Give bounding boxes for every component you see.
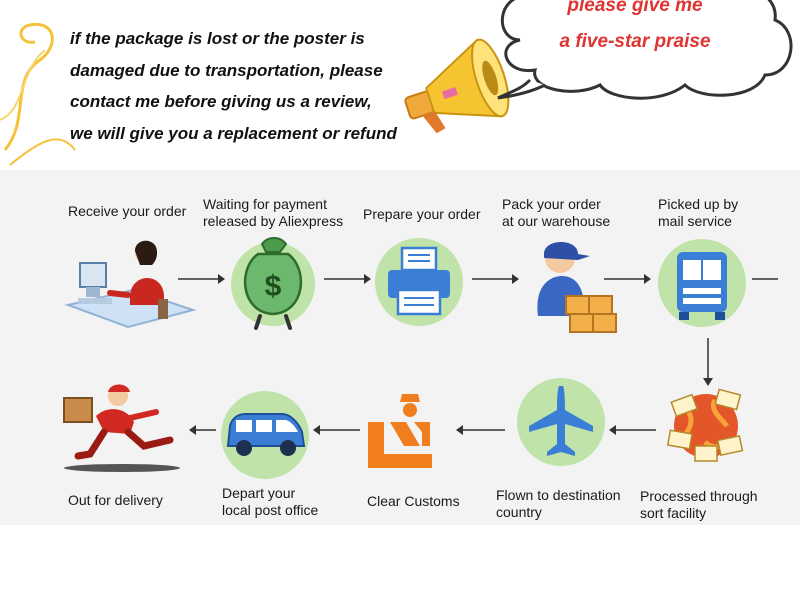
flow-arrow-left bbox=[608, 423, 658, 437]
label-line: Pack your order bbox=[502, 196, 610, 213]
label-line: at our warehouse bbox=[502, 213, 610, 230]
running-courier-icon bbox=[60, 382, 185, 474]
bubble-line-2: a five-star praise bbox=[520, 31, 750, 53]
van-icon bbox=[220, 390, 310, 480]
customs-officer-icon bbox=[364, 392, 452, 472]
step-label-sort: Processed through sort facility bbox=[640, 488, 758, 522]
step-label-receive: Receive your order bbox=[68, 203, 186, 220]
flow-arrow-right bbox=[176, 272, 226, 286]
step-label-prepare: Prepare your order bbox=[363, 206, 481, 223]
label-line: Clear Customs bbox=[367, 493, 460, 510]
svg-text:$: $ bbox=[265, 270, 282, 303]
printer-icon bbox=[372, 236, 466, 328]
globe-with-envelopes-icon bbox=[665, 386, 747, 466]
label-line: Prepare your order bbox=[363, 206, 481, 223]
bubble-line-1: please give me bbox=[520, 0, 750, 17]
notice-line: we will give you a replacement or refund bbox=[70, 123, 450, 155]
notice-line: damaged due to transportation, please bbox=[70, 60, 450, 92]
step-label-pack: Pack your order at our warehouse bbox=[502, 196, 610, 230]
flow-arrow-down bbox=[701, 336, 715, 388]
step-label-payment: Waiting for payment released by Aliexpre… bbox=[203, 196, 343, 230]
flow-arrow-left bbox=[455, 423, 507, 437]
label-line: Depart your bbox=[222, 485, 318, 502]
flow-arrow-right bbox=[602, 272, 652, 286]
airplane-icon bbox=[515, 376, 607, 468]
step-label-customs: Clear Customs bbox=[367, 493, 460, 510]
notice-text: if the package is lost or the poster is … bbox=[70, 28, 450, 154]
flow-arrow-right bbox=[322, 272, 372, 286]
label-line: Processed through bbox=[640, 488, 758, 505]
label-line: Receive your order bbox=[68, 203, 186, 220]
label-line: Out for delivery bbox=[68, 492, 163, 509]
flow-arrow-right bbox=[470, 272, 520, 286]
step-label-delivery: Out for delivery bbox=[68, 492, 163, 509]
step-label-pickup: Picked up by mail service bbox=[658, 196, 738, 230]
flow-arrow-left bbox=[312, 423, 362, 437]
label-line: country bbox=[496, 504, 621, 521]
label-line: released by Aliexpress bbox=[203, 213, 343, 230]
money-bag-icon: $ bbox=[228, 232, 318, 332]
step-label-flown: Flown to destination country bbox=[496, 487, 621, 521]
flow-arrow-left bbox=[188, 423, 218, 437]
step-label-depart: Depart your local post office bbox=[222, 485, 318, 519]
label-line: Flown to destination bbox=[496, 487, 621, 504]
decorative-swirl bbox=[0, 0, 80, 170]
label-line: mail service bbox=[658, 213, 738, 230]
delivery-truck-icon bbox=[655, 236, 749, 330]
label-line: Waiting for payment bbox=[203, 196, 343, 213]
label-line: Picked up by bbox=[658, 196, 738, 213]
notice-line: if the package is lost or the poster is bbox=[70, 28, 450, 60]
label-line: sort facility bbox=[640, 505, 758, 522]
label-line: local post office bbox=[222, 502, 318, 519]
flow-line bbox=[750, 272, 780, 286]
worker-with-boxes-icon bbox=[520, 236, 620, 336]
notice-line: contact me before giving us a review, bbox=[70, 91, 450, 123]
